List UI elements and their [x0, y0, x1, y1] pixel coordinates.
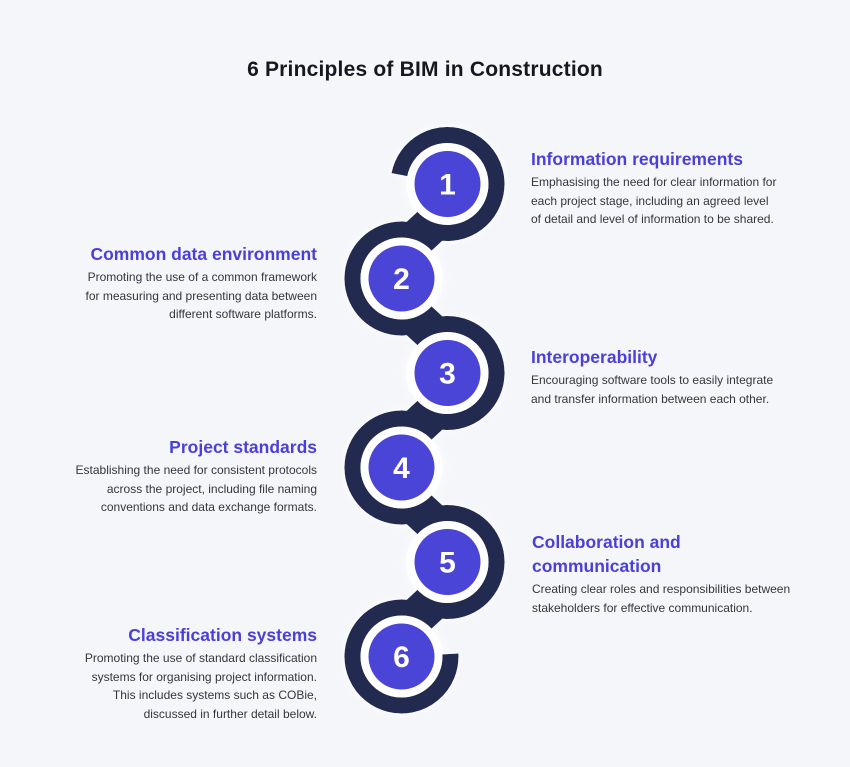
step-5-marker	[414, 529, 481, 595]
step-1-title: Information requirements	[531, 149, 743, 169]
step-5-block: Collaboration and communication Creating…	[532, 530, 790, 617]
step-6-number: 6	[393, 641, 410, 674]
step-3-marker	[414, 340, 481, 406]
step-1-description: Emphasising the need for clear informati…	[531, 175, 777, 226]
step-4-block: Project standards Establishing the need …	[76, 435, 317, 517]
step-4-title: Project standards	[169, 437, 317, 457]
step-5-number: 5	[439, 547, 456, 580]
step-3-title: Interoperability	[531, 347, 658, 367]
step-6-marker	[368, 623, 435, 690]
step-2-marker	[368, 245, 435, 312]
step-2-number: 2	[393, 263, 410, 296]
step-6-block: Classification systems Promoting the use…	[85, 623, 317, 723]
step-1-marker	[414, 151, 481, 217]
step-3-description: Encouraging software tools to easily int…	[531, 373, 774, 406]
step-4-marker	[368, 434, 435, 501]
step-1-block: Information requirements Emphasising the…	[531, 147, 776, 229]
step-6-description: Promoting the use of standard classifica…	[84, 651, 317, 721]
step-4-number: 4	[393, 452, 410, 485]
step-2-block: Common data environment Promoting the us…	[86, 242, 318, 324]
step-3-number: 3	[439, 358, 456, 391]
step-2-title: Common data environment	[90, 244, 317, 264]
step-3-block: Interoperability Encouraging software to…	[531, 345, 773, 408]
timeline-path	[344, 127, 505, 714]
step-2-description: Promoting the use of a common framework …	[85, 270, 318, 321]
step-5-title: Collaboration and communication	[532, 532, 681, 576]
step-6-title: Classification systems	[128, 625, 317, 645]
step-4-description: Establishing the need for consistent pro…	[75, 463, 317, 514]
step-5-description: Creating clear roles and responsibilitie…	[532, 582, 791, 615]
step-1-number: 1	[439, 169, 456, 202]
page-title: 6 Principles of BIM in Construction	[247, 58, 603, 82]
